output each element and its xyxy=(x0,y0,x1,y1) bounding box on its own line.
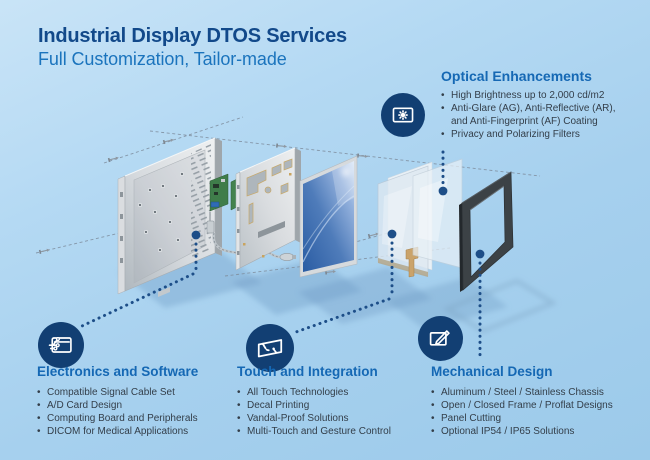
bullet-item: All Touch Technologies xyxy=(237,386,432,399)
section-title: Electronics and Software xyxy=(37,364,199,379)
page-title: Industrial Display DTOS Services xyxy=(38,25,347,47)
mechanical-design-badge xyxy=(418,316,463,361)
optical-enhancements-badge xyxy=(381,93,425,137)
rear-cover-panel xyxy=(117,137,222,297)
bullet-item: Panel Cutting xyxy=(431,412,641,425)
bullet-item: Decal Printing xyxy=(237,399,432,412)
bullet-item: Compatible Signal Cable Set xyxy=(37,386,237,399)
bullet-item: High Brightness up to 2,000 cd/m2 xyxy=(441,89,629,102)
bullet-item: Anti-Glare (AG), Anti-Reflective (AR), a… xyxy=(441,102,629,128)
touch-integration-badge xyxy=(246,324,294,372)
display-brightness-icon xyxy=(392,107,414,123)
circuit-board-icon xyxy=(48,336,72,353)
section-title: Optical Enhancements xyxy=(441,68,592,84)
bullet-item: A/D Card Design xyxy=(37,399,237,412)
bullet-item: Optional IP54 / IP65 Solutions xyxy=(431,425,641,438)
section-electronics-software: Electronics and Software Compatible Sign… xyxy=(37,363,237,438)
bullet-item: Aluminum / Steel / Stainless Chassis xyxy=(431,386,641,399)
lcd-panel xyxy=(299,155,358,278)
bullet-item: Privacy and Polarizing Filters xyxy=(441,128,629,141)
bullet-item: Multi-Touch and Gesture Control xyxy=(237,425,432,438)
bullet-list: Aluminum / Steel / Stainless Chassis Ope… xyxy=(431,386,641,438)
bullet-item: Vandal-Proof Solutions xyxy=(237,412,432,425)
bullet-item: DICOM for Medical Applications xyxy=(37,425,237,438)
bullet-item: Open / Closed Frame / Proflat Designs xyxy=(431,399,641,412)
bullet-list: High Brightness up to 2,000 cd/m2 Anti-G… xyxy=(441,89,629,141)
page-subtitle: Full Customization, Tailor-made xyxy=(38,49,287,69)
bullet-list: All Touch Technologies Decal Printing Va… xyxy=(237,386,432,438)
bullet-item: Computing Board and Peripherals xyxy=(37,412,237,425)
section-optical-enhancements: Optical Enhancements High Brightness up … xyxy=(441,68,641,141)
header: Industrial Display DTOS Services Full Cu… xyxy=(38,25,347,70)
touch-gesture-icon xyxy=(257,339,283,358)
section-title: Mechanical Design xyxy=(431,364,553,379)
section-title: Touch and Integration xyxy=(237,364,378,379)
optical-filter-glass xyxy=(412,158,463,269)
front-bezel xyxy=(459,171,514,292)
electronics-software-badge xyxy=(38,322,84,368)
panel-pencil-icon xyxy=(429,330,450,346)
bullet-list: Compatible Signal Cable Set A/D Card Des… xyxy=(37,386,237,438)
connector-lines xyxy=(80,150,485,357)
section-touch-integration: Touch and Integration All Touch Technolo… xyxy=(237,363,432,438)
open-frame-chassis xyxy=(235,147,301,271)
section-mechanical-design: Mechanical Design Aluminum / Steel / Sta… xyxy=(431,363,641,438)
